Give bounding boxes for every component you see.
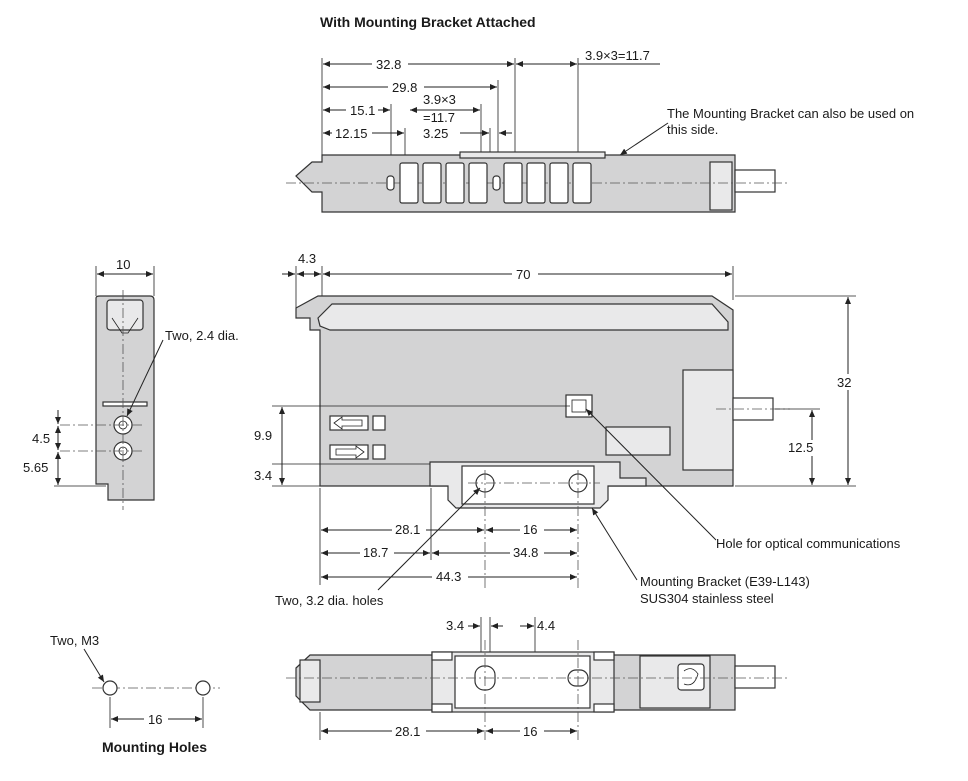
bracket-note-line2: this side. <box>667 122 718 137</box>
digit-display <box>386 162 592 204</box>
top-view: 32.8 3.9×3=11.7 29.8 15.1 12.15 3.9×3 =1… <box>286 48 914 213</box>
dim-12-5: 12.5 <box>788 440 813 455</box>
dim-3-9x3-11-7: 3.9×3=11.7 <box>585 48 650 63</box>
two-2-4-dia-label: Two, 2.4 dia. <box>165 328 239 343</box>
bracket-label-line2: SUS304 stainless steel <box>640 591 774 606</box>
mounting-holes-title: Mounting Holes <box>102 739 207 755</box>
hole-optical-label: Hole for optical communications <box>716 536 901 551</box>
bracket-note-line1: The Mounting Bracket can also be used on <box>667 106 914 121</box>
side-view: 10 Two, 2.4 dia. 4.5 5.65 <box>23 257 239 510</box>
dim-16-holes: 16 <box>148 712 162 727</box>
dim-10: 10 <box>116 257 130 272</box>
bottom-view: 3.4 4.4 28.1 16 <box>286 617 790 740</box>
dim-3-25: 3.25 <box>423 126 448 141</box>
dim-32: 32 <box>837 375 851 390</box>
dim-16-bottom: 16 <box>523 724 537 739</box>
front-view: 4.3 70 32 <box>252 251 901 608</box>
dim-4-5: 4.5 <box>32 431 50 446</box>
mounting-holes: Two, M3 16 Mounting Holes <box>50 633 220 755</box>
bracket-label-line1: Mounting Bracket (E39-L143) <box>640 574 810 589</box>
dim-18-7: 18.7 <box>363 545 388 560</box>
dim-16-front: 16 <box>523 522 537 537</box>
dim-44-3: 44.3 <box>436 569 461 584</box>
drawing-title: With Mounting Bracket Attached <box>320 14 536 30</box>
dim-3-4-front: 3.4 <box>254 468 272 483</box>
dim-29-8: 29.8 <box>392 80 417 95</box>
two-m3-label: Two, M3 <box>50 633 99 648</box>
dim-28-1-bottom: 28.1 <box>395 724 420 739</box>
dim-4-3: 4.3 <box>298 251 316 266</box>
dim-15-1: 15.1 <box>350 103 375 118</box>
dim-3-9x3: 3.9×3 <box>423 92 456 107</box>
dim-70: 70 <box>516 267 530 282</box>
dim-12-15: 12.15 <box>335 126 368 141</box>
dim-32-8: 32.8 <box>376 57 401 72</box>
dim-4-4: 4.4 <box>537 618 555 633</box>
two-3-2-holes-label: Two, 3.2 dia. holes <box>275 593 384 608</box>
dim-9-9: 9.9 <box>254 428 272 443</box>
dim-5-65: 5.65 <box>23 460 48 475</box>
dim-eq-11-7: =11.7 <box>423 110 455 125</box>
dim-34-8: 34.8 <box>513 545 538 560</box>
dim-3-4-bottom: 3.4 <box>446 618 464 633</box>
dim-28-1: 28.1 <box>395 522 420 537</box>
